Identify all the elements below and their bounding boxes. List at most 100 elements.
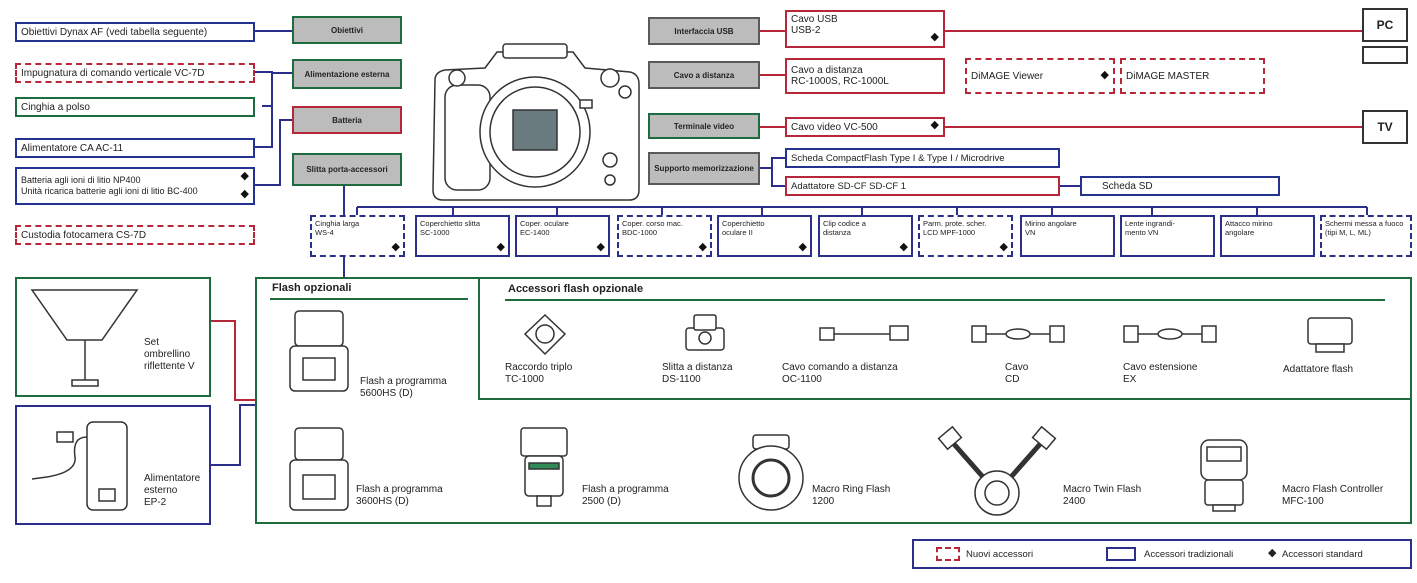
tc-label-1: Raccordo triplo — [505, 362, 573, 373]
section-divider — [505, 299, 1385, 301]
lenses-header: Obiettivi — [292, 16, 402, 44]
vertical-grip-label: Impugnatura di comando verticale VC-7D — [21, 67, 205, 79]
accessory-name: Lente ingrandi- — [1125, 219, 1176, 228]
cd-label-2: CD — [1005, 374, 1020, 385]
battery-box[interactable]: Batteria agli ioni di litio NP400 Unità … — [15, 167, 255, 205]
flash-3600-label-1: Flash a programma — [356, 484, 443, 495]
mfc-label-2: MFC-100 — [1282, 496, 1324, 507]
wrist-strap-box[interactable]: Cinghia a polso — [15, 97, 255, 117]
remote-cable-model: RC-1000S, RC-1000L — [791, 76, 889, 87]
pc-label: PC — [1376, 18, 1394, 32]
ac-adapter-label: Alimentatore CA AC-11 — [21, 142, 124, 154]
power-header: Alimentazione esterna — [292, 59, 402, 89]
accessory-model: oculare II — [722, 228, 753, 237]
standard-diamond-icon: ◆ — [240, 170, 249, 182]
accessory-model: SC-1000 — [420, 228, 450, 237]
umbrella-label-3: riflettente V — [144, 361, 195, 372]
camera-case-box[interactable]: Custodia fotocamera CS-7D — [15, 225, 255, 245]
standard-diamond-icon: ◆ — [930, 31, 939, 43]
accessory-box[interactable]: Parm. prote. scher.LCD MPF-1000 ◆ — [918, 215, 1013, 257]
extension-cable-icon — [1123, 325, 1217, 343]
standard-diamond-icon: ◆ — [999, 241, 1008, 253]
macro-flash-controller-icon — [1200, 439, 1248, 512]
accessory-name: Coper. oculare — [520, 219, 569, 228]
accessory-model: BDC-1000 — [622, 228, 658, 237]
macro-ring-flash-icon — [738, 434, 804, 511]
flash-accessories-title: Accessori flash opzionale — [508, 283, 644, 295]
battery-label-1: Batteria agli ioni di litio NP400 — [21, 175, 141, 185]
legend-new-label: Nuovi accessori — [966, 549, 1034, 560]
ep-label-1: Alimentatore — [144, 473, 201, 484]
dimage-master-label: DiMAGE MASTER — [1126, 70, 1210, 82]
shoe-header: Slitta porta-accessori — [292, 153, 402, 186]
accessory-name: Parm. prote. scher. — [923, 219, 987, 228]
tv-label: TV — [1377, 120, 1393, 134]
tv-icon: TV — [1362, 110, 1408, 144]
accessory-box[interactable]: Schermi messa a fuoco(tipi M, L, ML) — [1320, 215, 1412, 257]
accessory-name: Mirino angolare — [1025, 219, 1077, 228]
traditional-accessory-swatch — [1106, 547, 1136, 561]
flash-3600-label-2: 3600HS (D) — [356, 496, 409, 507]
remote-cable-label: Cavo a distanza — [791, 65, 863, 76]
legend: Nuovi accessori Accessori tradizionali ◆… — [912, 539, 1412, 569]
dimage-viewer-label: DiMAGE Viewer — [971, 70, 1044, 82]
ds-label-2: DS-1100 — [662, 374, 701, 385]
accessory-box[interactable]: Coper. corso mac.BDC-1000◆ — [617, 215, 712, 257]
accessory-model: WS-4 — [315, 228, 334, 237]
adapter-label: Adattatore flash — [1283, 364, 1354, 375]
cd-label-1: Cavo — [1005, 362, 1029, 373]
power-pack-icon — [31, 421, 128, 511]
camera-case-label: Custodia fotocamera CS-7D — [21, 229, 147, 241]
remote-shoe-icon — [685, 314, 725, 351]
sd-adapter-box[interactable]: Adattatore SD-CF SD-CF 1 — [785, 176, 1060, 196]
accessory-name: Attacco mirino — [1225, 219, 1273, 228]
ring-flash-label-1: Macro Ring Flash — [812, 484, 891, 495]
standard-diamond-icon: ◆ — [698, 241, 707, 253]
flash-2500-icon — [520, 427, 568, 507]
usb-cable-box[interactable]: Cavo USB USB-2 ◆ — [785, 10, 945, 48]
dimage-viewer-box[interactable]: DiMAGE Viewer ◆ — [965, 58, 1115, 94]
macro-twin-flash-icon — [937, 425, 1057, 516]
pc-monitor-icon: PC — [1362, 8, 1408, 42]
usb-cable-label: Cavo USB — [791, 14, 838, 25]
accessory-model: LCD MPF-1000 — [923, 228, 976, 237]
flash-2500-label-2: 2500 (D) — [582, 496, 621, 507]
ex-label-2: EX — [1123, 374, 1137, 385]
section-divider — [270, 298, 468, 300]
video-cable-label: Cavo video VC-500 — [791, 121, 878, 133]
flash-2500-label-1: Flash a programma — [582, 484, 669, 495]
sd-card-box[interactable]: Scheda SD — [1080, 176, 1280, 196]
accessory-model: (tipi M, L, ML) — [1325, 228, 1371, 237]
tc-label-2: TC-1000 — [505, 374, 544, 385]
triple-connector-icon — [523, 313, 567, 356]
accessory-model: VN — [1025, 228, 1036, 237]
accessory-box[interactable]: Lente ingrandi-mento VN — [1120, 215, 1215, 257]
standard-diamond-icon: ◆ — [596, 241, 605, 253]
cf-card-box[interactable]: Scheda CompactFlash Type I & Type I / Mi… — [785, 148, 1060, 168]
video-cable-box[interactable]: Cavo video VC-500 ◆ — [785, 117, 945, 137]
accessory-model: mento VN — [1125, 228, 1159, 237]
external-power-box[interactable]: Alimentatore esterno EP-2 — [15, 405, 211, 525]
vertical-grip-box[interactable]: Impugnatura di comando verticale VC-7D — [15, 63, 255, 83]
accessory-name: Schermi messa a fuoco — [1325, 219, 1404, 228]
lenses-box[interactable]: Obiettivi Dynax AF (vedi tabella seguent… — [15, 22, 255, 42]
umbrella-set-box[interactable]: Set ombrellino riflettente V — [15, 277, 211, 397]
ep-label-3: EP-2 — [144, 497, 167, 508]
battery-label-2: Unità ricarica batterie agli ioni di lit… — [21, 186, 198, 196]
remote-cable-box[interactable]: Cavo a distanza RC-1000S, RC-1000L — [785, 58, 945, 94]
standard-diamond-icon: ◆ — [240, 188, 249, 200]
accessory-model: angolare — [1225, 228, 1255, 237]
dimage-master-box[interactable]: DiMAGE MASTER — [1120, 58, 1265, 94]
accessory-model: distanza — [823, 228, 851, 237]
accessory-name: Cinghia larga — [315, 219, 360, 228]
ac-adapter-box[interactable]: Alimentatore CA AC-11 — [15, 138, 255, 158]
twin-flash-label-1: Macro Twin Flash — [1063, 484, 1142, 495]
